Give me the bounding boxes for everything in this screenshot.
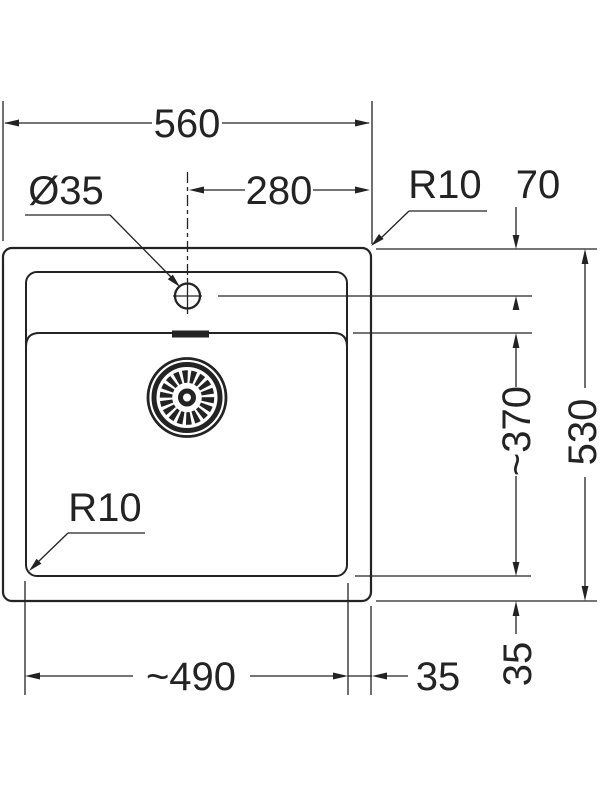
arrowhead-down [581, 586, 589, 601]
arrowhead-up [512, 296, 520, 310]
dim-label-center-offset: 280 [246, 169, 313, 213]
dim-center-offset: 280 [189, 169, 370, 213]
dim-bowl-width: ~490 [25, 655, 348, 699]
arrowhead-left [372, 672, 387, 680]
dim-label-bowl-to-bottom: 35 [496, 642, 540, 687]
bowl-radius-text: R10 [68, 486, 141, 530]
leader-diagonal [379, 210, 410, 240]
label-bowl-corner-radius: R10 [29, 486, 145, 571]
arrowhead-right [355, 186, 370, 194]
faucet-hole-group [173, 172, 202, 314]
drain-strainer [146, 357, 228, 438]
leader-diagonal [109, 214, 173, 279]
arrowhead-up [581, 249, 589, 264]
dim-overall-depth: 530 [561, 249, 600, 601]
strainer-center-knob [178, 388, 196, 407]
dim-bowl-to-right: 35 [348, 655, 460, 699]
dim-label-hole-from-top: 70 [516, 163, 561, 207]
arrowhead-right [355, 119, 370, 127]
dim-hole-from-top: 70 [512, 163, 561, 310]
dim-label-overall-width: 560 [154, 102, 221, 146]
label-outer-corner-radius: R10 [371, 163, 487, 246]
arrowhead-down [512, 562, 520, 576]
dim-label-bowl-width: ~490 [146, 655, 236, 699]
dim-bowl-depth: ~370 [495, 333, 539, 576]
leader-diagonal [37, 532, 69, 563]
label-hole-diameter: Ø35 [25, 169, 180, 287]
leader-arrowhead [29, 558, 42, 571]
strainer-outer-ring [146, 357, 228, 438]
arrowhead-up [512, 333, 520, 348]
hole-diameter-text: Ø35 [28, 169, 104, 213]
leader-arrowhead [167, 274, 180, 287]
arrowhead-left [189, 186, 204, 194]
arrowhead-left [25, 672, 40, 680]
sink-rim-inner-outline [25, 271, 348, 577]
dim-overall-width: 560 [4, 102, 370, 146]
strainer-slot-band [159, 370, 215, 425]
dim-label-overall-depth: 530 [561, 399, 600, 466]
dim-label-bowl-to-right: 35 [416, 655, 461, 699]
arrowhead-down [512, 235, 520, 249]
strainer-rim-ring [151, 362, 223, 433]
dim-bowl-to-bottom: 35 [496, 601, 540, 686]
arrowhead-right [333, 672, 348, 680]
overflow-mark [172, 330, 209, 338]
arrowhead-left [4, 119, 19, 127]
outer-radius-text: R10 [408, 163, 481, 207]
leader-arrowhead [371, 234, 384, 246]
arrowhead-up [512, 601, 520, 616]
dim-label-bowl-depth: ~370 [495, 386, 539, 476]
